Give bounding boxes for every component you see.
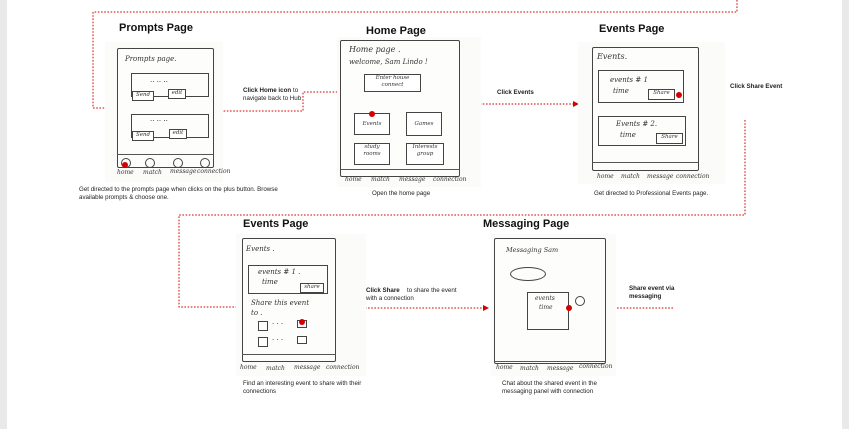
connection-icon[interactable] (200, 158, 210, 168)
event-card-1 (598, 70, 684, 103)
prompts-sketch: Prompts page. ·· ·· ·· Send edit ·· ·· ·… (105, 42, 230, 182)
nav-connection-label: connection (676, 173, 710, 180)
prompt-card-2-dots: ·· ·· ·· (150, 117, 168, 125)
share-to-text: to . (251, 309, 263, 317)
event-1-time: time (613, 87, 629, 95)
prompts-phone-frame (117, 48, 214, 168)
nav-connection-label: connection (326, 364, 360, 371)
nav-home-label: home (345, 176, 362, 183)
prompts-sketch-heading: Prompts page. (125, 55, 177, 63)
nav-connection-label: connection (433, 176, 467, 183)
home-nav-divider (340, 169, 460, 170)
messaging-nav-divider (494, 361, 606, 362)
match-icon[interactable] (145, 158, 155, 168)
connection-tap-marker (299, 319, 305, 325)
messaging-phone-frame (494, 238, 606, 364)
events-page-title-1: Events Page (599, 23, 665, 35)
nav-connection-label: connection (197, 168, 231, 175)
connection-avatar-1[interactable] (258, 321, 268, 331)
nav-message-label: message (647, 173, 674, 180)
study-rooms-tile[interactable]: study rooms (354, 143, 390, 165)
prompts-caption: Get directed to the prompts page when cl… (79, 186, 278, 201)
prompt-edit-button-1[interactable]: edit (168, 89, 186, 99)
nav-message-label: message (399, 176, 426, 183)
click-share-desc: to share the event with a connection (366, 287, 457, 302)
events-sketch-2: Events . events # 1 . time share Share t… (236, 234, 366, 376)
prompts-page-title: Prompts Page (119, 22, 193, 34)
events1-phone-frame (592, 47, 699, 171)
event-card-2 (598, 116, 686, 146)
enter-house-connect-button[interactable]: Enter house connect (364, 74, 421, 92)
events1-caption: Get directed to Professional Events page… (594, 190, 709, 197)
shared-event-icon (575, 296, 585, 306)
share-event-2-button[interactable]: Share (656, 133, 683, 144)
event-2-name: Events # 2. (616, 120, 658, 128)
events2-nav-divider (242, 354, 336, 355)
share-button[interactable]: share (300, 283, 324, 293)
events2-phone-frame (242, 238, 336, 362)
events1-nav-divider (592, 162, 698, 163)
shared-event-card (527, 292, 569, 330)
home-welcome: welcome, Sam Lindo ! (349, 58, 428, 66)
nav-message-label: message (547, 365, 574, 372)
event-card-shared (248, 265, 328, 294)
prompts-nav-divider (117, 154, 214, 155)
connection-1-dots: · · · (272, 320, 284, 328)
nav-match-label: match (371, 176, 390, 183)
nav-home-label: home (597, 173, 614, 180)
home-tap-marker (122, 162, 128, 168)
connection-send-icon-2[interactable] (297, 336, 307, 344)
shared-event-name: events (535, 295, 555, 302)
share-event-1-button[interactable]: Share (648, 89, 675, 100)
messaging-caption: Chat about the shared event in the messa… (502, 380, 597, 395)
events2-heading: Events . (246, 245, 275, 253)
messaging-sketch: Messaging Sam events time home match mes… (491, 234, 616, 376)
nav-match-label: match (143, 169, 162, 176)
share-this-event-text: Share this event (251, 299, 310, 307)
event-shared-name: events # 1 . (258, 268, 301, 276)
event-shared-time: time (262, 278, 278, 286)
click-share-event-label: Click Share Event (730, 83, 783, 90)
shared-event-marker (566, 305, 572, 311)
event-2-time: time (620, 131, 636, 139)
messaging-page-title: Messaging Page (483, 218, 570, 230)
click-home-desc: to navigate back to Hub (243, 87, 302, 102)
nav-home-label: home (117, 169, 134, 176)
shared-event-time: time (539, 304, 553, 311)
connection-avatar-2[interactable] (258, 337, 268, 347)
interests-group-tile[interactable]: Interests group (406, 143, 444, 165)
connection-2-dots: · · · (272, 336, 284, 344)
events1-heading: Events. (597, 52, 628, 61)
games-tile[interactable]: Games (406, 112, 442, 136)
nav-match-label: match (266, 365, 285, 372)
share-tap-marker (676, 92, 682, 98)
message-icon[interactable] (173, 158, 183, 168)
prompt-send-button-2[interactable]: Send (132, 131, 154, 141)
home-heading: Home page . (349, 45, 401, 54)
share-event-via-messaging-label: Share event via messaging (629, 285, 675, 300)
home-sketch: Home page . welcome, Sam Lindo ! Enter h… (337, 37, 481, 187)
nav-home-label: home (496, 364, 513, 371)
messaging-heading: Messaging Sam (506, 246, 559, 254)
nav-home-label: home (240, 364, 257, 371)
prompt-card-1-dots: ·· ·· ·· (150, 78, 168, 86)
nav-message-label: message (294, 364, 321, 371)
event-1-name: events # 1 (610, 76, 648, 84)
home-page-title: Home Page (366, 25, 426, 37)
events-page-title-2: Events Page (243, 218, 309, 230)
home-caption: Open the home page (372, 190, 431, 197)
received-bubble (510, 267, 546, 281)
nav-match-label: match (520, 365, 539, 372)
events2-caption: Find an interesting event to share with … (243, 380, 362, 395)
events-tap-marker (369, 111, 375, 117)
click-share-label: Click Share (366, 287, 400, 294)
prompt-send-button-1[interactable]: Send (132, 91, 154, 101)
events-sketch-1: Events. events # 1 time Share Events # 2… (578, 42, 725, 184)
nav-message-label: message (170, 168, 197, 175)
click-home-label: Click Home icon (243, 87, 292, 94)
click-events-label: Click Events (497, 89, 534, 96)
prompt-edit-button-2[interactable]: edit (169, 129, 187, 139)
nav-connection-label: connection (579, 363, 613, 370)
nav-match-label: match (621, 173, 640, 180)
